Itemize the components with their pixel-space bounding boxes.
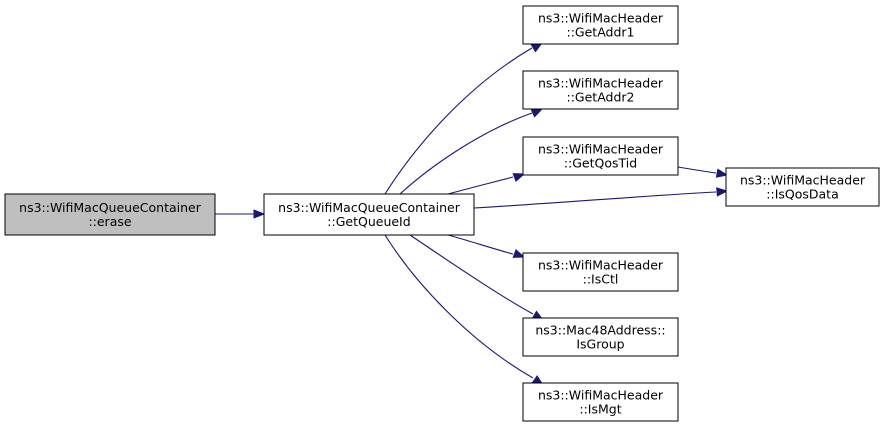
node-label-line: ::GetAddr2 — [567, 90, 635, 105]
edge-line — [473, 191, 717, 209]
edge-line — [447, 234, 514, 255]
arrowhead-icon — [512, 173, 526, 183]
node-label-line: ::GetAddr1 — [567, 25, 635, 40]
node-label-line: ns3::WifiMacQueueContainer — [19, 200, 202, 215]
edge-getqueueid-to-getaddr2 — [399, 108, 544, 195]
edge-line — [447, 176, 514, 195]
node-getaddr2[interactable]: ns3::WifiMacHeader::GetAddr2 — [522, 70, 679, 110]
nodes-layer: ns3::WifiMacQueueContainer::erasens3::Wi… — [4, 5, 880, 422]
node-box — [522, 382, 679, 422]
node-label-line: ns3::WifiMacQueueContainer — [278, 200, 461, 215]
node-label-line: ns3::WifiMacHeader — [538, 11, 664, 26]
node-label-line: ::IsQosData — [766, 187, 838, 202]
node-getaddr1[interactable]: ns3::WifiMacHeader::GetAddr1 — [522, 5, 679, 45]
node-label-line: ns3::WifiMacHeader — [538, 388, 664, 403]
edge-line — [399, 112, 533, 195]
node-label-line: ::GetQueueId — [327, 214, 410, 229]
node-isgroup[interactable]: ns3::Mac48Address::IsGroup — [522, 317, 679, 357]
node-box — [522, 317, 679, 357]
node-label-line: ns3::Mac48Address:: — [535, 323, 665, 338]
node-label-line: ns3::WifiMacHeader — [740, 173, 866, 188]
node-label-line: IsGroup — [576, 337, 624, 352]
node-label-line: ns3::WifiMacHeader — [538, 76, 664, 91]
node-label-line: ns3::WifiMacHeader — [538, 142, 664, 157]
edge-getqueueid-to-isctl — [447, 234, 526, 258]
edge-line — [384, 47, 533, 195]
node-getqostid[interactable]: ns3::WifiMacHeader::GetQosTid — [522, 136, 679, 176]
edge-getqueueid-to-getqostid — [447, 173, 526, 195]
arrowhead-icon — [715, 168, 729, 178]
arrowhead-icon — [253, 209, 266, 219]
node-erase: ns3::WifiMacQueueContainer::erase — [4, 193, 216, 236]
node-box — [522, 136, 679, 176]
node-getqueueid[interactable]: ns3::WifiMacQueueContainer::GetQueueId — [263, 193, 475, 236]
arrowhead-icon — [530, 108, 544, 118]
edges-layer — [215, 42, 729, 386]
node-label-line: ::GetQosTid — [564, 156, 637, 171]
node-label-line: ::IsCtl — [583, 272, 619, 287]
node-label-line: ns3::WifiMacHeader — [538, 258, 664, 273]
edge-line — [677, 166, 717, 174]
node-ismgt[interactable]: ns3::WifiMacHeader::IsMgt — [522, 382, 679, 422]
node-box — [522, 252, 679, 292]
node-isctl[interactable]: ns3::WifiMacHeader::IsCtl — [522, 252, 679, 292]
arrowhead-icon — [716, 187, 729, 197]
node-box — [263, 193, 475, 236]
node-isqosdata[interactable]: ns3::WifiMacHeader::IsQosData — [725, 167, 880, 207]
edge-erase-to-getqueueid — [215, 209, 266, 219]
edge-getqueueid-to-isqosdata — [473, 187, 729, 209]
node-label-line: ::IsMgt — [579, 402, 621, 417]
edge-line — [409, 234, 534, 315]
node-box — [4, 193, 216, 236]
edge-line — [384, 234, 534, 379]
node-box — [522, 70, 679, 110]
node-box — [725, 167, 880, 207]
edge-getqostid-to-isqosdata — [677, 166, 729, 178]
node-label-line: ::erase — [88, 214, 131, 229]
arrowhead-icon — [512, 248, 526, 258]
node-box — [522, 5, 679, 45]
